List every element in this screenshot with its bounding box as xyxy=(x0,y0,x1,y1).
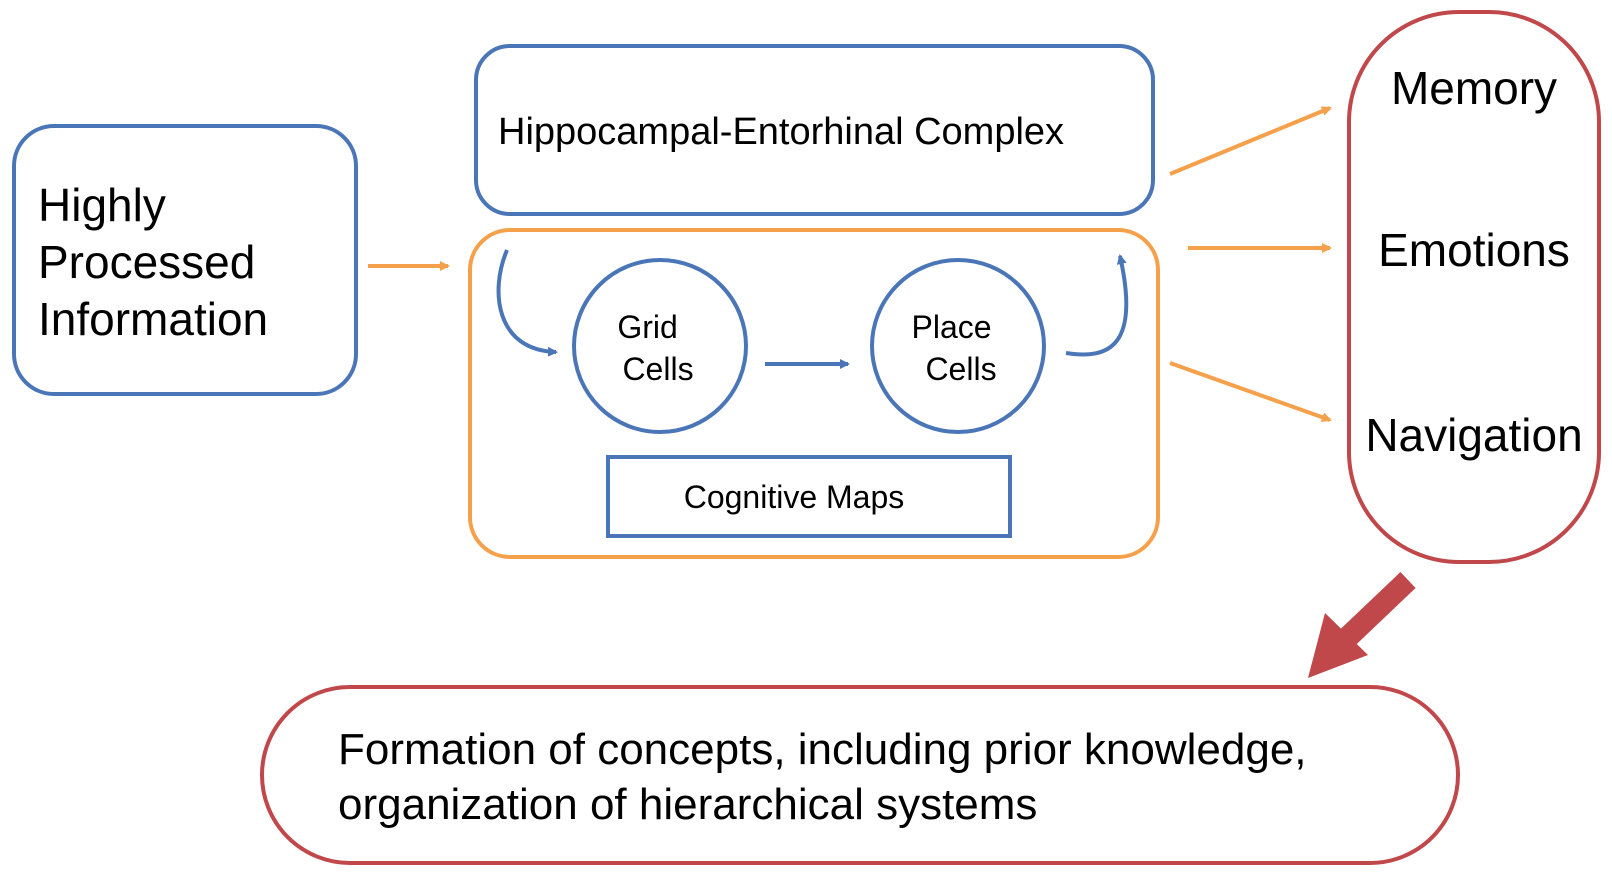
place-cells-label: Place Cells xyxy=(912,309,1001,387)
cognitive-maps-label: Cognitive Maps xyxy=(684,479,905,515)
concepts-pill xyxy=(260,685,1460,865)
outputs-pill xyxy=(1347,10,1601,564)
complex-box xyxy=(474,44,1155,216)
arrow-to-memory xyxy=(1169,106,1332,176)
concepts-line-2: organization of hierarchical systems xyxy=(338,780,1037,829)
complex-node: Hippocampal-Entorhinal Complex xyxy=(474,44,1155,216)
input-line-1: Highly xyxy=(38,179,166,231)
complex-label: Hippocampal-Entorhinal Complex xyxy=(498,111,1064,153)
cognitive-maps-box xyxy=(606,455,1012,538)
concepts-line-1: Formation of concepts, including prior k… xyxy=(338,725,1307,774)
grid-cells-circle xyxy=(572,258,748,434)
concepts-label: Formation of concepts, including prior k… xyxy=(338,725,1319,829)
input-label: Highly Processed Information xyxy=(38,179,268,345)
place-cells-circle xyxy=(870,258,1046,434)
cognitive-maps-node: Cognitive Maps xyxy=(606,455,1012,538)
grid-cells-line-1: Grid xyxy=(617,309,677,345)
grid-cells-line-2: Cells xyxy=(622,351,693,387)
place-cells-line-1: Place xyxy=(912,309,992,345)
input-line-2: Processed xyxy=(38,236,255,288)
arrow-to-navigation xyxy=(1169,361,1332,423)
arrow-out-of-place-cells xyxy=(1065,254,1129,357)
output-memory: Memory xyxy=(1391,62,1557,114)
output-navigation: Navigation xyxy=(1365,409,1582,461)
place-cells-node: Place Cells xyxy=(870,258,1046,434)
output-emotions: Emotions xyxy=(1378,224,1570,276)
cognitive-map-container xyxy=(468,228,1160,559)
place-cells-line-2: Cells xyxy=(925,351,996,387)
concepts-node: Formation of concepts, including prior k… xyxy=(260,685,1460,865)
arrow-to-concepts xyxy=(1308,572,1416,678)
grid-cells-node: Grid Cells xyxy=(572,258,748,434)
input-box xyxy=(12,124,358,396)
input-line-3: Information xyxy=(38,293,268,345)
grid-cells-label: Grid Cells xyxy=(617,309,693,387)
outputs-node: Memory Emotions Navigation xyxy=(1347,10,1601,564)
input-node: Highly Processed Information xyxy=(12,124,358,396)
arrow-into-grid-cells xyxy=(496,249,558,357)
